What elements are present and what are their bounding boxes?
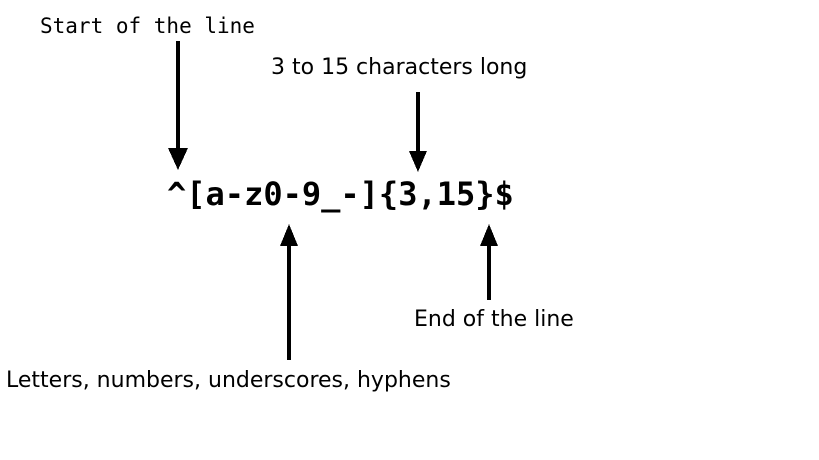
annotation-label-length-quantifier: 3 to 15 characters long xyxy=(271,55,528,80)
annotation-label-start-of-line: Start of the line xyxy=(40,14,255,38)
arrow-length-quantifier xyxy=(409,92,427,172)
regex-expression: ^[a-z0-9_-]{3,15}$ xyxy=(167,175,514,213)
annotation-label-end-of-line: End of the line xyxy=(414,307,574,332)
arrow-character-class-head xyxy=(280,224,298,246)
arrow-character-class xyxy=(280,224,298,360)
annotation-label-character-class: Letters, numbers, underscores, hyphens xyxy=(6,368,451,393)
arrow-start-of-line-head xyxy=(168,148,188,170)
arrow-end-of-line-head xyxy=(480,224,498,246)
arrow-start-of-line xyxy=(168,41,188,170)
arrow-end-of-line xyxy=(480,224,498,300)
arrow-length-quantifier-head xyxy=(409,151,427,172)
